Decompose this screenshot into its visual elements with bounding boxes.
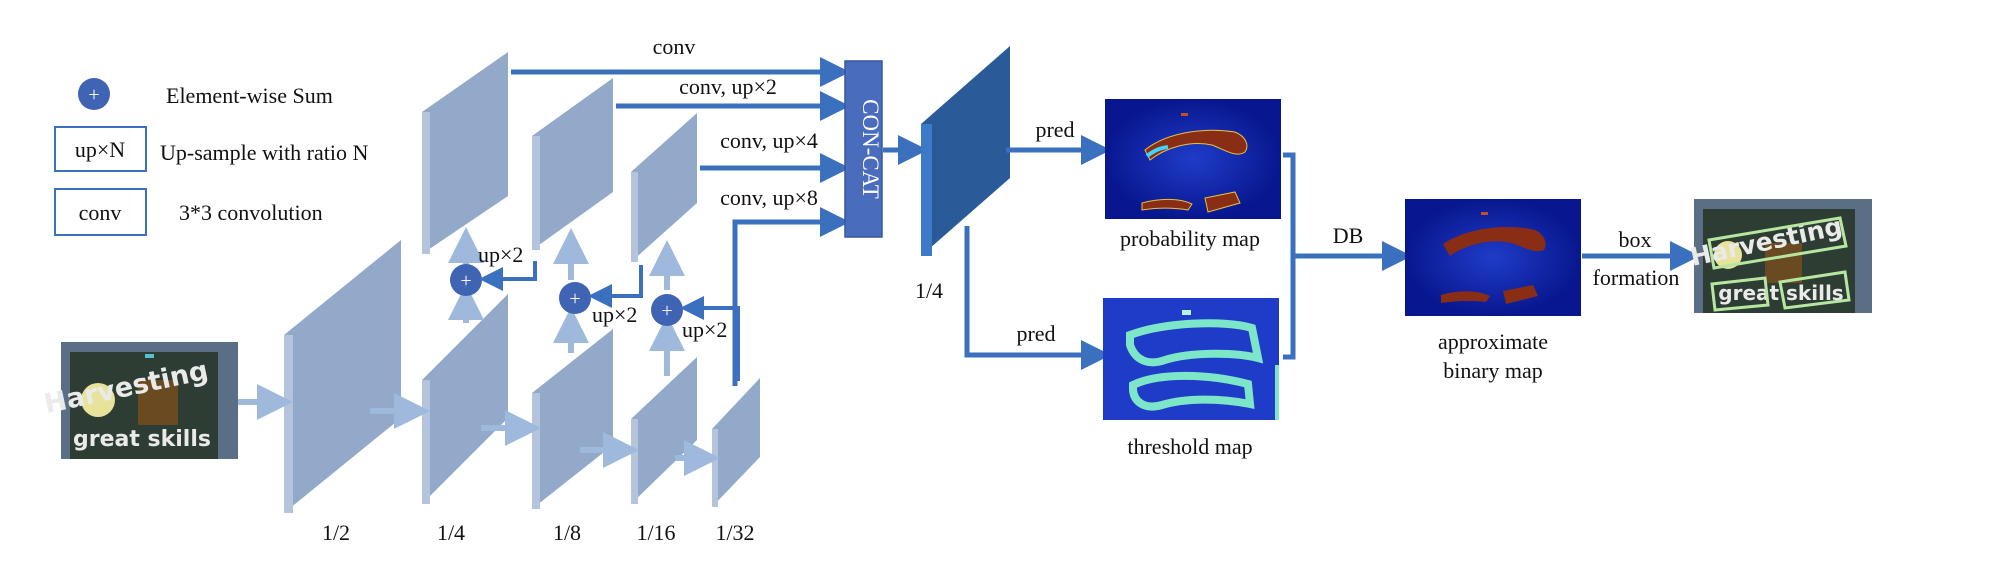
threshold-map-ring-2 <box>1129 371 1255 411</box>
sum-node-2-label: + <box>569 288 580 310</box>
box-label-line2: formation <box>1593 265 1680 290</box>
fpn: + + + up×2 up×2 up×2 <box>422 52 740 381</box>
fpn-up-label-2: up×2 <box>592 302 637 327</box>
up-arrow-p4-to-sum2 <box>588 265 643 308</box>
sum-node-2 <box>559 282 591 314</box>
db-merge-bracket <box>1283 152 1296 360</box>
sum-node-1-label: + <box>460 270 471 292</box>
sum-node-3 <box>651 294 683 326</box>
threshold-map-label: threshold map <box>1127 434 1252 459</box>
input-image-text-line2: great skills <box>73 427 211 452</box>
output-image: Harvesting great skills <box>1688 199 1872 313</box>
output-box-3 <box>1778 270 1851 310</box>
fpn-up-label-3: up×2 <box>682 317 727 342</box>
arrow-pred-thresh <box>964 226 1111 370</box>
sum-node-1 <box>450 264 482 296</box>
db-label: DB <box>1333 223 1364 248</box>
fused-scale-label: 1/4 <box>915 278 943 303</box>
binary-map-image <box>1405 199 1581 316</box>
db-operation: DB <box>1283 152 1412 360</box>
fpn-p3 <box>532 78 613 250</box>
feature-1-32 <box>712 378 760 507</box>
threshold-map: threshold map <box>1103 298 1279 459</box>
binary-map-blob-2 <box>1441 291 1490 303</box>
output-box-2 <box>1710 276 1770 312</box>
binary-map-label-line1: approximate <box>1438 329 1548 354</box>
probability-map-label: probability map <box>1120 226 1260 251</box>
feature-1-2 <box>284 240 401 513</box>
probability-map-blob-3 <box>1204 191 1241 213</box>
binary-map: approximate binary map <box>1405 199 1581 383</box>
threshold-map-ring-1 <box>1126 319 1264 367</box>
scale-label-1-32: 1/32 <box>715 520 754 545</box>
fused-feature: 1/4 pred pred <box>915 46 1111 370</box>
box-label-line1: box <box>1619 227 1652 252</box>
binary-map-label-line2: binary map <box>1443 358 1543 383</box>
probability-map: probability map <box>1105 99 1281 251</box>
concat-in-label-1: conv <box>653 34 696 59</box>
legend-up-box <box>54 126 147 172</box>
probability-map-image <box>1105 99 1281 219</box>
feature-1-8 <box>532 329 613 509</box>
concat-in-label-4: conv, up×8 <box>720 185 818 210</box>
legend: + Element-wise Sum up×N Up-sample with r… <box>54 78 368 236</box>
up-arrow-p5-to-sum3 <box>680 296 740 381</box>
binary-map-blob-1 <box>1443 226 1546 256</box>
input-image-center-sign <box>138 380 178 425</box>
input-image-tag <box>145 354 154 358</box>
feature-1-4 <box>422 294 508 504</box>
fused-feature-map <box>921 46 1010 256</box>
feature-1-16 <box>631 357 697 504</box>
scale-label-1-16: 1/16 <box>636 520 675 545</box>
legend-conv-box <box>54 188 147 236</box>
concat-in-label-3: conv, up×4 <box>720 128 818 153</box>
input-image-sun-icon <box>81 383 115 417</box>
box-formation: box formation <box>1582 227 1700 290</box>
sum-node-3-label: + <box>661 300 672 322</box>
legend-up-box-label: up×N <box>75 137 125 162</box>
output-box-1 <box>1707 216 1848 270</box>
binary-map-blob-3 <box>1503 285 1538 304</box>
output-image-sun-icon <box>1714 241 1742 269</box>
pred-label-top: pred <box>1035 117 1074 142</box>
fpn-p4 <box>631 113 697 262</box>
probability-map-blob-1 <box>1144 129 1248 161</box>
backbone: 1/2 1/4 1/8 1/16 1/32 <box>238 240 760 545</box>
probability-map-blob-2 <box>1141 198 1193 211</box>
concat-in-label-2: conv, up×2 <box>679 74 777 99</box>
input-image: Harvesting great skills <box>41 342 238 459</box>
legend-up-desc: Up-sample with ratio N <box>160 140 368 165</box>
concat-box <box>844 60 883 238</box>
sum-symbol-label: + <box>88 84 99 106</box>
concat-block: conv conv, up×2 conv, up×4 conv, up×8 CO… <box>511 34 928 386</box>
fpn-up-label-1: up×2 <box>478 242 523 267</box>
legend-conv-box-label: conv <box>79 200 122 225</box>
pred-label-bottom: pred <box>1016 321 1055 346</box>
up-arrow-p3-to-sum1 <box>479 261 537 291</box>
legend-sum-desc: Element-wise Sum <box>166 83 333 108</box>
legend-conv-desc: 3*3 convolution <box>179 200 323 225</box>
concat-label: CON-CAT <box>858 99 883 199</box>
scale-label-1-4: 1/4 <box>437 520 465 545</box>
scale-label-1-8: 1/8 <box>553 520 581 545</box>
sum-symbol-icon <box>78 78 110 110</box>
fpn-p2 <box>422 52 508 254</box>
arrow-conv-p5 <box>732 207 850 386</box>
scale-label-1-2: 1/2 <box>322 520 350 545</box>
